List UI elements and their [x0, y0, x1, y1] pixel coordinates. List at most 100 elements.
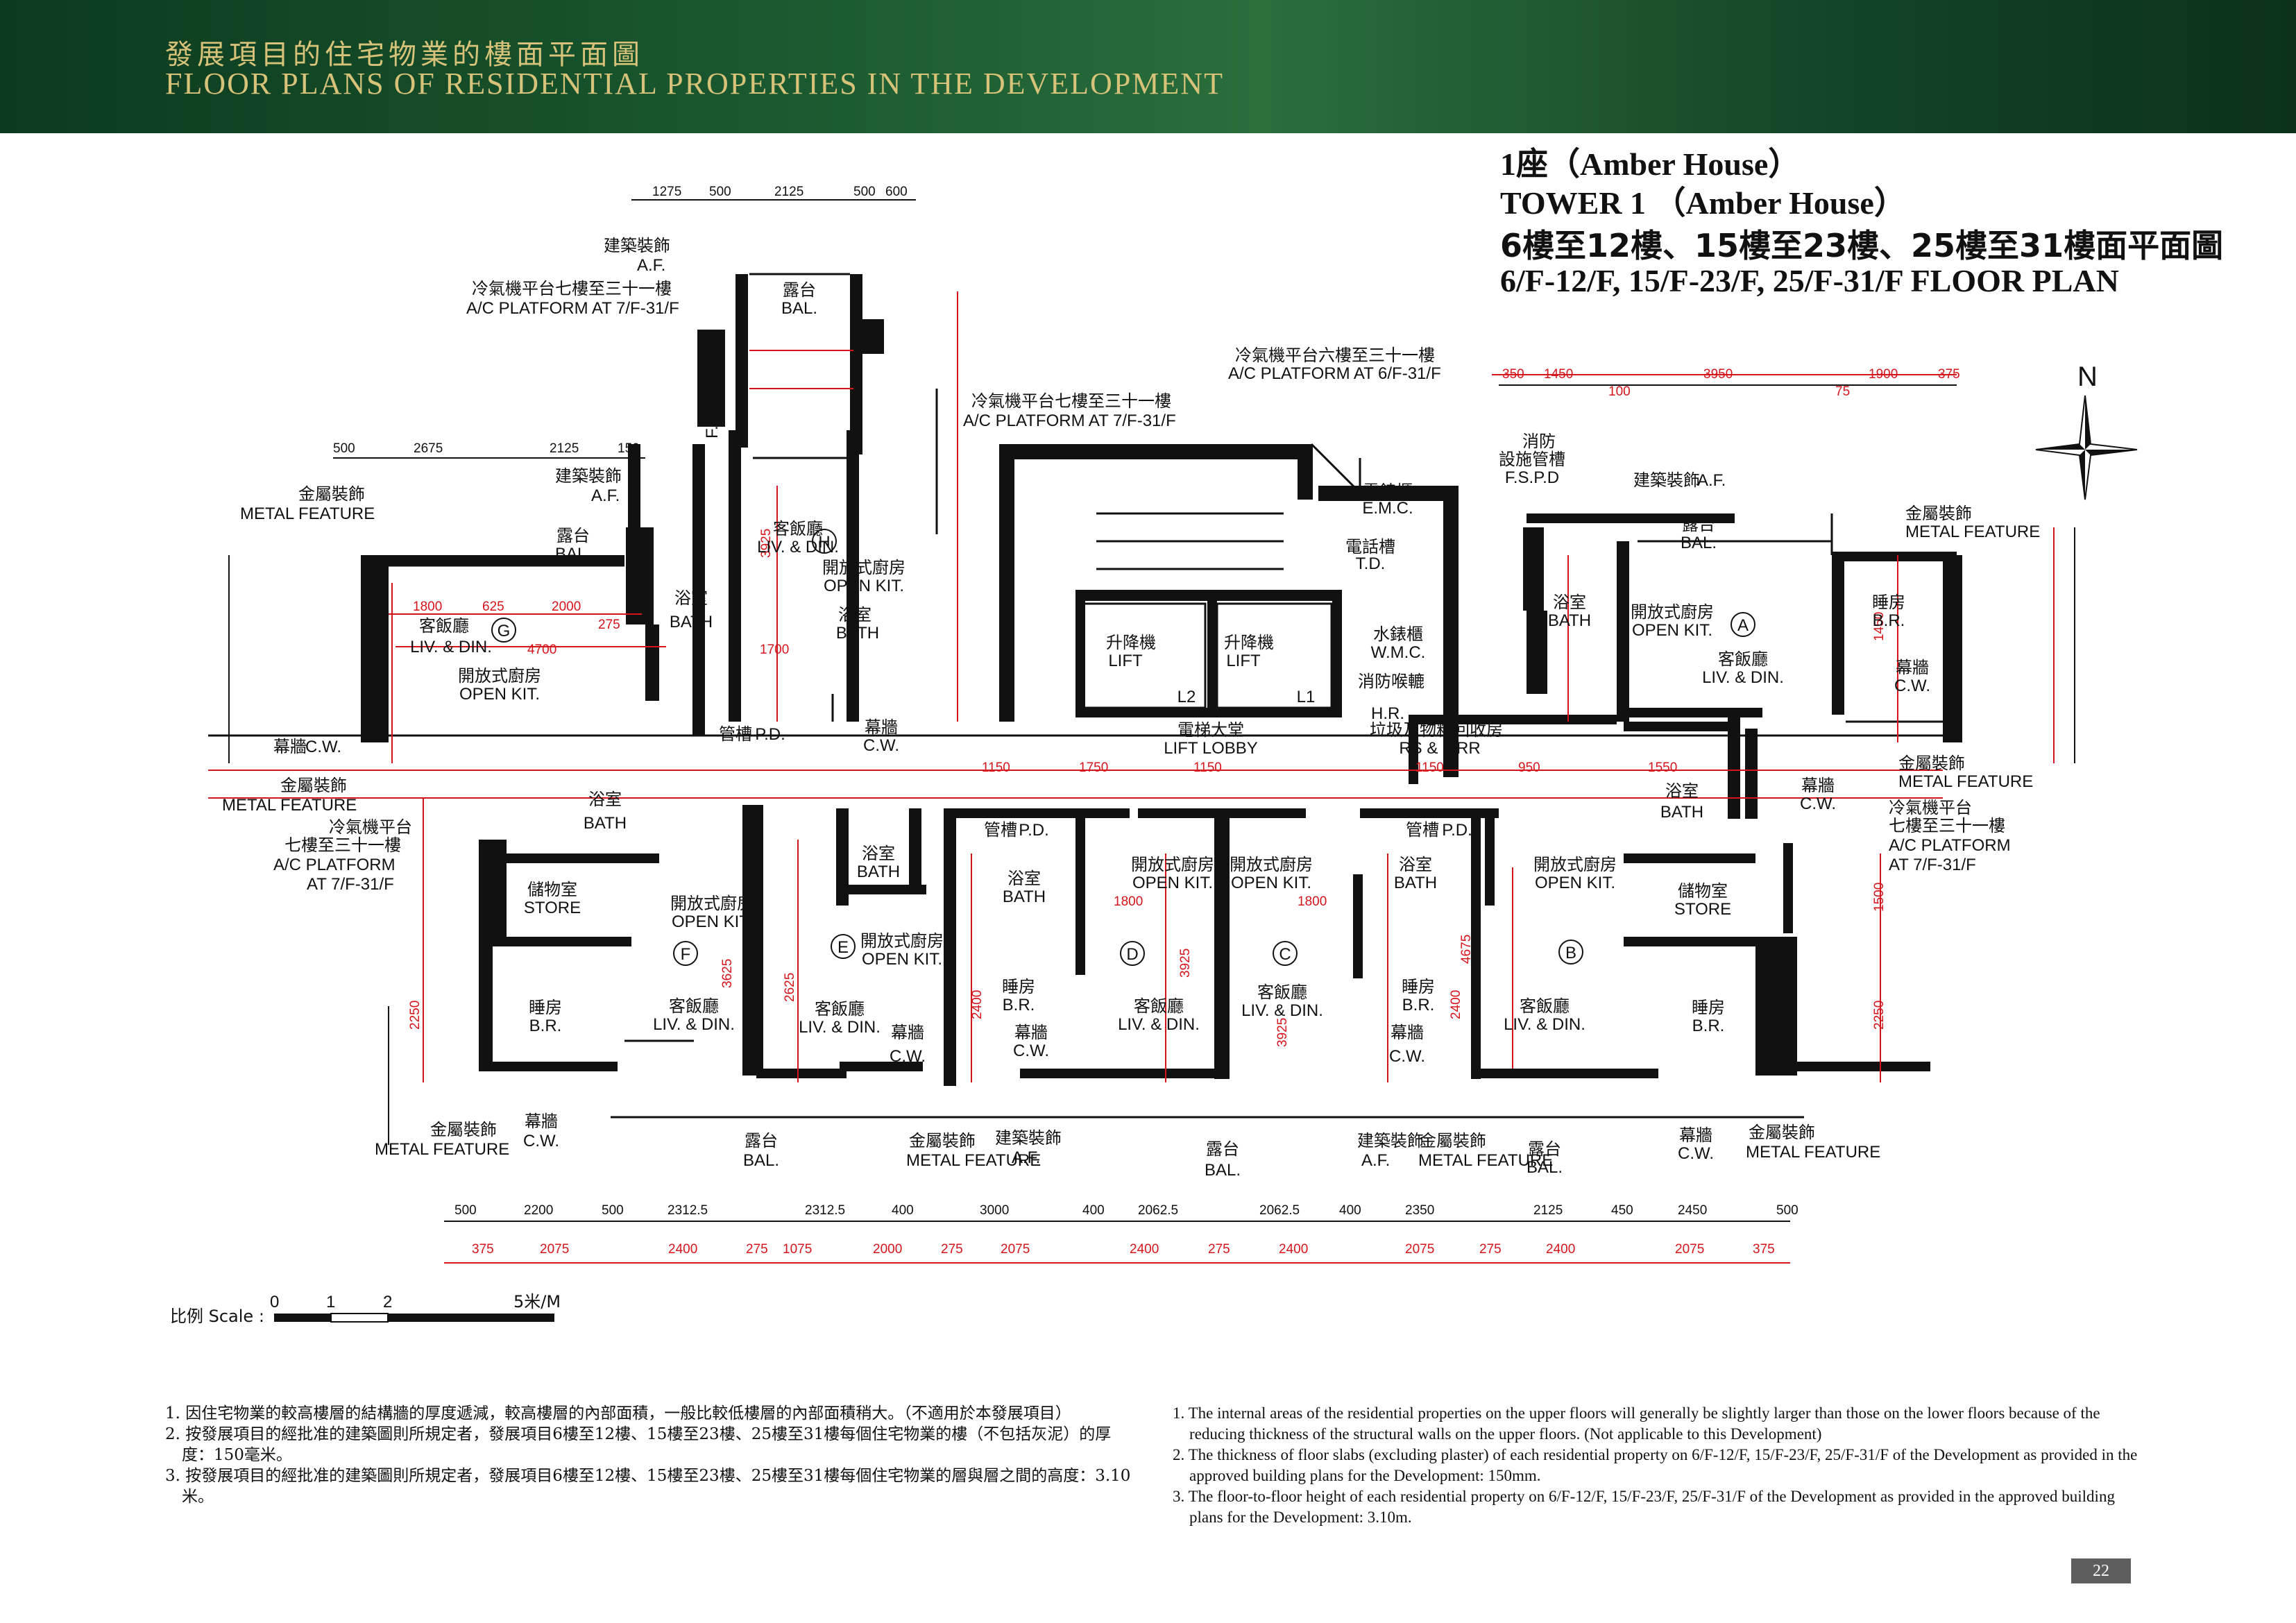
room-label: 消防: [1522, 432, 1556, 451]
wall: [847, 430, 859, 722]
unit-letter: C: [1279, 945, 1291, 964]
wall: [1075, 808, 1085, 975]
scale-bar-labels: 0 1 2 5米/M: [270, 1292, 561, 1311]
annotation: AT 7/F-31/F: [307, 875, 394, 894]
room-label: BATH: [836, 624, 879, 643]
annotation: 建築裝飾: [604, 236, 670, 255]
room-label: 露台: [1528, 1139, 1561, 1159]
wall: [486, 937, 631, 946]
room-label: 儲物室: [527, 880, 577, 899]
wall: [1443, 486, 1459, 777]
room-label: 開放式廚房: [1631, 602, 1714, 622]
dim-label: 2000: [873, 1242, 902, 1257]
room-label: BATH: [670, 613, 713, 631]
room-label: P.D.: [755, 725, 785, 744]
annotation: A/C PLATFORM AT 7/F-31/F: [963, 411, 1176, 430]
room-label: 儲物室: [1678, 881, 1728, 901]
room-label: T.D.: [1356, 554, 1386, 573]
annotation: 冷氣機平台七樓至三十一樓: [971, 391, 1171, 411]
dim-label: 2350: [1405, 1203, 1434, 1218]
dim-label: 100: [1608, 384, 1631, 399]
dim-label: 2062.5: [1259, 1203, 1300, 1218]
dim-label: 1075: [783, 1242, 812, 1257]
room-label: 電話槽: [1345, 537, 1395, 556]
wall: [375, 555, 624, 565]
room-label: 升降機: [1224, 633, 1274, 652]
dim-label: 500: [709, 185, 731, 199]
room-label: C.W.: [1894, 677, 1930, 695]
dim-label: 4675: [1459, 935, 1474, 964]
header-title-zh: 發展項目的住宅物業的樓面平面圖: [165, 39, 644, 71]
wall: [1624, 937, 1769, 946]
dim-label: 2125: [550, 441, 579, 456]
north-label: N: [2077, 362, 2098, 392]
dim-label: 3625: [720, 959, 735, 988]
annotation: 金屬裝飾: [1905, 504, 1972, 523]
dim-label: 4700: [527, 643, 556, 657]
room-label: 消防喉轆: [1358, 672, 1425, 691]
room-label: 幕牆: [891, 1023, 924, 1042]
wall: [1943, 555, 1962, 742]
interior-dimension-labels: 1800 625 2000 275 4700 3925 1700 1150 17…: [408, 529, 1887, 1047]
room-labels: 客飯廳 LIV. & DIN. 開放式廚房 OPEN KIT. 露台 BAL. …: [410, 280, 1930, 1180]
annotation: METAL FEATURE: [1418, 1151, 1553, 1170]
wall: [999, 444, 1014, 722]
dim-label: 600: [885, 185, 908, 199]
annotation: A/C PLATFORM AT 6/F-31/F: [1228, 364, 1441, 383]
room-label: F.S.P.D: [1505, 468, 1559, 487]
dim-label: 400: [892, 1203, 914, 1218]
wall: [836, 808, 849, 906]
room-label: 管槽: [1406, 820, 1439, 840]
dim-label: 1150: [1415, 760, 1444, 775]
annotation: METAL FEATURE: [222, 796, 357, 815]
room-label: 露台: [1682, 515, 1715, 534]
scale-tick: 5米/M: [513, 1292, 561, 1311]
room-label: B.R.: [1873, 611, 1905, 630]
unit-marker-e: [831, 934, 856, 959]
wall: [479, 937, 493, 1069]
wall: [626, 527, 654, 624]
annotation: METAL FEATURE: [375, 1140, 509, 1159]
wall: [1020, 1069, 1228, 1078]
tower-title-en: TOWER 1 （Amber House）: [1500, 185, 1906, 221]
wall: [1624, 853, 1755, 863]
dim-label: 275: [941, 1242, 963, 1257]
room-label: BAL.: [743, 1151, 779, 1170]
wall: [999, 444, 1311, 459]
room-label: C.W.: [1678, 1144, 1714, 1163]
wall: [1617, 541, 1629, 722]
wall: [1776, 1062, 1915, 1071]
external-annotations: 建築裝飾 A.F. 冷氣機平台七樓至三十一樓 A/C PLATFORM AT 7…: [222, 236, 2040, 1170]
dim-label: 2625: [783, 973, 797, 1002]
room-label: 客飯廳: [1257, 983, 1307, 1002]
wall: [1728, 715, 1740, 819]
wall: [1138, 808, 1214, 818]
room-label: H.R.: [1371, 704, 1404, 723]
annotation: A/C PLATFORM: [273, 856, 396, 874]
wall: [1207, 590, 1217, 715]
room-label: BATH: [857, 863, 900, 881]
dim-label: 1750: [1079, 760, 1108, 775]
note-zh-1: 1. 因住宅物業的較高樓層的結構牆的厚度遞減，較高樓層的內部面積，一般比較低樓層…: [165, 1404, 1071, 1422]
dim-label: 2125: [774, 185, 803, 199]
room-label: C.W.: [863, 736, 899, 755]
wall: [1360, 808, 1499, 818]
dim-label: 75: [1835, 384, 1850, 399]
dim-label: 3925: [1178, 949, 1193, 978]
room-label: BATH: [1003, 887, 1046, 906]
wall: [1353, 874, 1363, 978]
bottom-dimension-black: 500 2200 500 2312.5 2312.5 400 3000 400 …: [454, 1203, 1798, 1218]
unit-letter: D: [1126, 945, 1138, 964]
thin-walls: [208, 273, 1950, 1119]
room-label: P.D.: [1442, 821, 1472, 840]
room-label: 開放式廚房: [458, 666, 541, 686]
wall: [1832, 552, 1957, 561]
room-label: 垃圾及物料回收房: [1370, 720, 1503, 740]
note-zh-2: 2. 按發展項目的經批准的建築圖則所規定者，發展項目6樓至12樓、15樓至23樓…: [165, 1425, 1112, 1464]
dim-label: 500: [333, 441, 355, 456]
dim-label: 2062.5: [1138, 1203, 1178, 1218]
unit-marker-g: [491, 618, 516, 643]
plan-element: [2080, 450, 2085, 500]
dim-label: 2250: [1872, 1001, 1887, 1030]
annotation: A/C PLATFORM: [1889, 836, 2011, 855]
